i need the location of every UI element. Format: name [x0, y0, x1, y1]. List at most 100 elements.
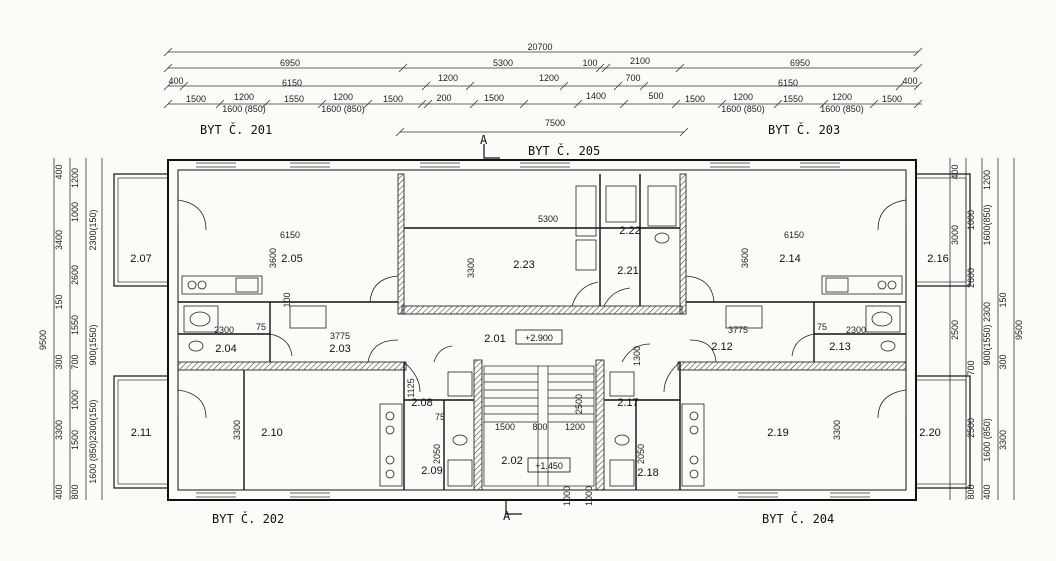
dim-text: 700 — [625, 73, 640, 83]
room-label: 2.17 — [617, 397, 638, 409]
dim-text: 6950 — [280, 58, 300, 68]
level-upper: +2.900 — [525, 333, 553, 343]
room-label: 2.23 — [513, 259, 534, 271]
interior-dimensions: 6150 3600 5300 3300 6150 3600 2300 3775 … — [214, 214, 866, 506]
dim-text: 2100 — [630, 56, 650, 66]
dim-text: 150 — [54, 294, 64, 309]
room-label: 2.05 — [281, 253, 302, 265]
room-label: 2.13 — [829, 341, 850, 353]
interior-walls — [178, 174, 906, 490]
dim-text: 300 — [54, 354, 64, 369]
apartment-label-204: BYT Č. 204 — [762, 511, 834, 526]
dim-text: 700 — [70, 354, 80, 369]
dim-text: 1000 — [70, 390, 80, 410]
dim-text: 100 — [582, 58, 597, 68]
dim-text: 200 — [436, 93, 451, 103]
dim-text: 1500 — [186, 94, 206, 104]
dim-text: 800 — [532, 422, 547, 432]
side-dimension-lines — [53, 158, 1015, 500]
room-label: 2.16 — [927, 253, 948, 265]
dim-text: 2600 — [70, 265, 80, 285]
dim-text: 2300 — [846, 325, 866, 335]
section-mark-bottom: A — [503, 509, 511, 523]
dim-text: 1550 — [783, 94, 803, 104]
dim-text: 75 — [256, 322, 266, 332]
dim-text: 400 — [950, 164, 960, 179]
dim-text: 1500 — [495, 422, 515, 432]
dim-text: 1200 — [565, 422, 585, 432]
dim-text: 1200 — [333, 92, 353, 102]
section-arrow-bottom — [505, 500, 522, 515]
dim-text: 6150 — [282, 78, 302, 88]
dim-text: 1300 — [632, 346, 642, 366]
dim-text: 1000 — [584, 486, 594, 506]
dim-text: 1200 — [438, 73, 458, 83]
dim-text: 900(1550) — [982, 324, 992, 365]
dim-text: 150 — [998, 292, 1008, 307]
dim-text: 3600 — [740, 248, 750, 268]
dim-text: 400 — [54, 484, 64, 499]
side-dimension-texts: 400 1200 3400 1000 2300(150) 2600 150 15… — [38, 164, 1024, 499]
room-labels: 2.07 2.05 2.23 2.22 2.21 2.14 2.16 2.04 … — [130, 225, 948, 479]
dim-text: 900(1550) — [88, 324, 98, 365]
dim-text: 1600 (850) — [982, 418, 992, 462]
hatched-walls — [177, 173, 907, 491]
dim-text: 1500 — [484, 93, 504, 103]
room-label: 2.03 — [329, 343, 350, 355]
balconies — [113, 173, 971, 489]
level-lower: +1.450 — [535, 461, 563, 471]
apartment-label-203: BYT Č. 203 — [768, 122, 840, 137]
dim-text: 9500 — [38, 330, 48, 350]
apartment-label-201: BYT Č. 201 — [200, 122, 272, 137]
dim-text: 1200 — [70, 168, 80, 188]
dim-text: 2500 — [966, 418, 976, 438]
dim-text: 7500 — [545, 118, 565, 128]
dim-text: 2500 — [950, 320, 960, 340]
room-label: 2.14 — [779, 253, 800, 265]
room-label: 2.22 — [619, 225, 640, 237]
dim-text: 1550 — [284, 94, 304, 104]
dim-text: 1550 — [70, 315, 80, 335]
dim-text: 400 — [902, 76, 917, 86]
room-label: 2.08 — [411, 397, 432, 409]
dim-text: 1500 — [70, 430, 80, 450]
dim-text: 1500 — [882, 94, 902, 104]
dim-text: 100 — [282, 292, 292, 307]
apartment-labels: BYT Č. 201 BYT Č. 203 BYT Č. 205 BYT Č. … — [200, 122, 840, 526]
dim-text: 700 — [966, 360, 976, 375]
top-dimension-texts: 20700 6950 5300 100 2100 6950 400 6150 1… — [168, 42, 917, 128]
dim-text: 6150 — [280, 230, 300, 240]
dim-text: 3775 — [728, 325, 748, 335]
dim-text: 3300 — [998, 430, 1008, 450]
dim-text: 400 — [982, 484, 992, 499]
dim-text: 3300 — [466, 258, 476, 278]
dim-text: 300 — [998, 354, 1008, 369]
dim-text: 1600 (850) — [222, 104, 266, 114]
top-dimension-lines — [163, 47, 923, 137]
dim-text: 500 — [648, 91, 663, 101]
dim-text: 1600 (850) — [88, 440, 98, 484]
dim-text: 3300 — [54, 420, 64, 440]
dim-text: 2050 — [636, 444, 646, 464]
dim-text: 6950 — [790, 58, 810, 68]
dim-text: 2300 — [214, 325, 234, 335]
dim-text: 1000 — [70, 202, 80, 222]
sanitary-fixtures — [181, 185, 903, 487]
room-label: 2.21 — [617, 265, 638, 277]
dim-text: 3300 — [232, 420, 242, 440]
dim-text: 5300 — [493, 58, 513, 68]
dim-text: 1200 — [234, 92, 254, 102]
dim-text: 3000 — [950, 225, 960, 245]
dim-text: 2300(150) — [88, 399, 98, 440]
section-arrow-top — [483, 144, 500, 159]
dim-text: 1200 — [832, 92, 852, 102]
dim-overall-width: 20700 — [527, 42, 552, 52]
dim-text: 3300 — [832, 420, 842, 440]
dim-text: 1200 — [539, 73, 559, 83]
dim-text: 1200 — [982, 170, 992, 190]
dim-text: 1400 — [586, 91, 606, 101]
dim-text: 1200 — [733, 92, 753, 102]
apartment-label-205: BYT Č. 205 — [528, 143, 600, 158]
dim-text: 1500 — [685, 94, 705, 104]
